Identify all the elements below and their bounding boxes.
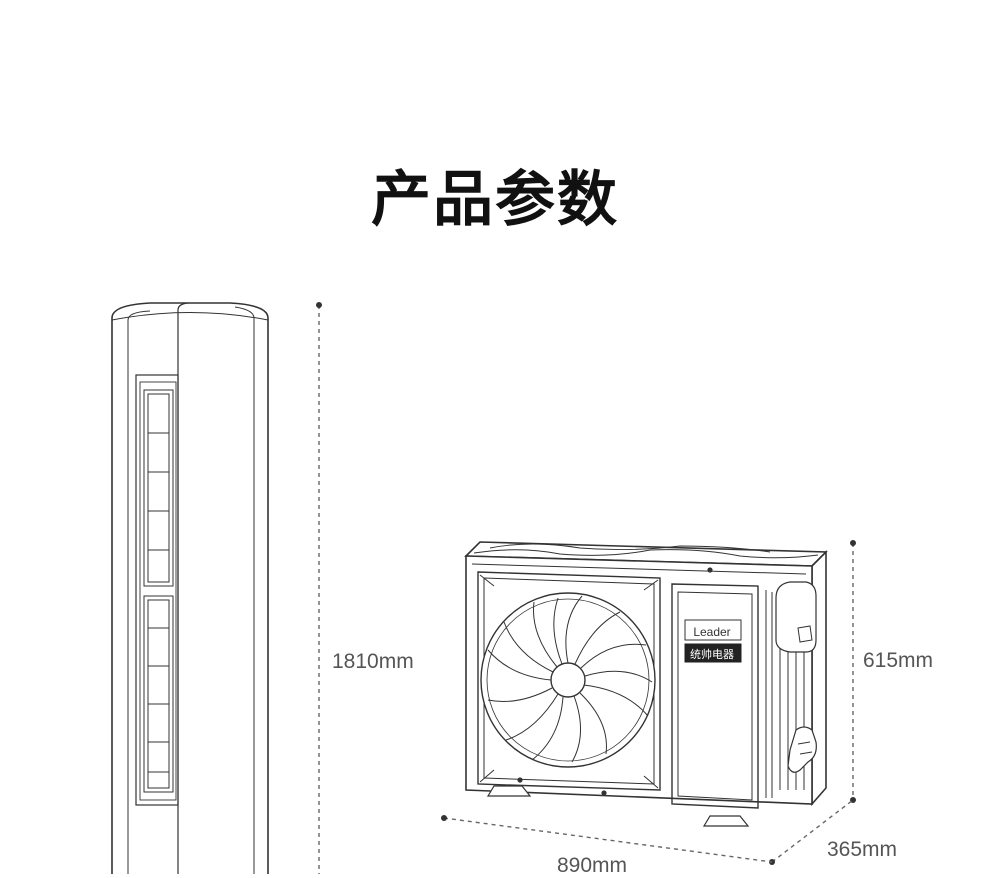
indoor-height-ruler — [316, 302, 322, 874]
outdoor-brand-cn: 统帅电器 — [690, 648, 734, 661]
outdoor-logo-text: Leader — [693, 625, 730, 639]
outdoor-width-label: 890mm — [557, 854, 628, 877]
indoor-unit — [111, 302, 269, 874]
outdoor-width-ruler — [441, 815, 773, 863]
indoor-height-label: 1810mm — [332, 650, 414, 673]
indoor-louver-upper — [143, 389, 174, 587]
outdoor-height-label: 615mm — [863, 649, 934, 672]
outdoor-unit — [464, 541, 828, 827]
page-title: 产品参数 — [371, 165, 619, 235]
outdoor-fan — [480, 592, 656, 768]
indoor-louver-lower — [143, 595, 174, 793]
outdoor-depth-label: 365mm — [827, 838, 898, 861]
outdoor-height-ruler — [850, 540, 856, 803]
